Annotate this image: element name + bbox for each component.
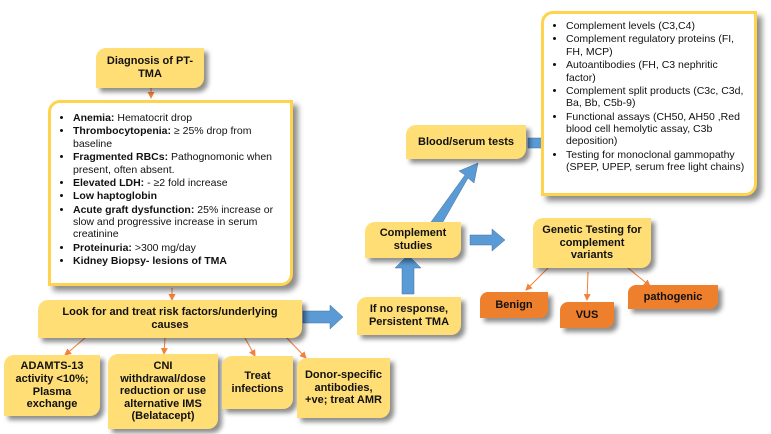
criteria-detail: Pathognomonic when present, often absent… bbox=[73, 151, 273, 176]
criteria-term: Anemia: bbox=[73, 112, 115, 124]
criteria-detail: ≥ 25% drop from baseline bbox=[73, 125, 252, 150]
genetic-title: Genetic Testing for complement variants bbox=[542, 224, 642, 262]
treatment-infections-label: Treat infections bbox=[231, 369, 284, 395]
treatment-adamts: ADAMTS-13 activity <10%; Plasma exchange bbox=[4, 355, 100, 416]
test-item: Testing for monoclonal gammopathy (SPEP,… bbox=[566, 149, 748, 174]
blood-tests-box: Blood/serum tests bbox=[406, 125, 526, 159]
test-item: Functional assays (CH50, AH50 ,Red blood… bbox=[566, 111, 748, 148]
genetic-box: Genetic Testing for complement variants bbox=[533, 218, 651, 268]
variant-vus: VUS bbox=[560, 302, 614, 328]
variant-pathogenic: pathogenic bbox=[628, 285, 718, 309]
arrow-risk-to-dsa bbox=[284, 335, 307, 359]
criteria-item: Anemia: Hematocrit drop bbox=[73, 112, 284, 124]
criteria-term: Acute graft dysfunction: bbox=[73, 203, 195, 216]
arrow-risk-to-adamts bbox=[64, 337, 86, 356]
arrow-risk-to-noresponse bbox=[302, 304, 344, 330]
blood-tests-title: Blood/serum tests bbox=[418, 135, 514, 148]
no-response-box: If no response, Persistent TMA bbox=[357, 297, 461, 335]
criteria-item: Acute graft dysfunction: 25% increase or… bbox=[73, 204, 284, 241]
diagnosis-title: Diagnosis of PT-TMA bbox=[106, 55, 194, 80]
criteria-term: Elevated LDH: bbox=[73, 176, 145, 189]
criteria-detail: - ≥2 fold increase bbox=[144, 176, 228, 189]
treatment-dsa: Donor-specific antibodies, +ve; treat AM… bbox=[297, 358, 390, 418]
arrow-genetic-to-vus bbox=[583, 271, 591, 301]
criteria-term: Low haptoglobin bbox=[73, 190, 157, 203]
test-item: Complement regulatory proteins (FI, FH, … bbox=[566, 33, 748, 58]
arrow-complement-to-genetic bbox=[469, 228, 506, 252]
arrow-genetic-to-benign bbox=[525, 267, 549, 291]
criteria-detail: 25% increase or slow and progressive inc… bbox=[73, 203, 274, 241]
arrow-noresponse-to-complement bbox=[394, 254, 422, 295]
arrow-complement-to-blood bbox=[430, 162, 479, 228]
variant-vus-label: VUS bbox=[575, 309, 599, 321]
tests-box: Complement levels (C3,C4)Complement regu… bbox=[541, 11, 757, 196]
criteria-item: Low haptoglobin bbox=[73, 190, 284, 202]
treatment-infections: Treat infections bbox=[222, 356, 293, 409]
test-item: Autoantibodies (FH, C3 nephritic factor) bbox=[566, 59, 748, 84]
criteria-term: Thrombocytopenia: bbox=[73, 125, 172, 138]
variant-pathogenic-label: pathogenic bbox=[643, 291, 703, 303]
complement-studies-box: Complement studies bbox=[365, 222, 461, 258]
criteria-detail: Hematocrit drop bbox=[114, 112, 193, 124]
criteria-term: Kidney Biopsy- lesions of TMA bbox=[73, 255, 228, 268]
risk-box: Look for and treat risk factors/underlyi… bbox=[38, 300, 302, 338]
criteria-detail: >300 mg/day bbox=[131, 241, 196, 254]
diagnosis-box: Diagnosis of PT-TMA bbox=[96, 48, 204, 88]
test-item: Complement split products (C3c, C3d, Ba,… bbox=[566, 85, 748, 110]
criteria-term: Proteinuria: bbox=[73, 241, 132, 254]
criteria-box: Anemia: Hematocrit dropThrombocytopenia:… bbox=[48, 100, 293, 286]
arrow-genetic-to-pathogenic bbox=[627, 267, 651, 287]
test-item: Complement levels (C3,C4) bbox=[566, 20, 748, 32]
complement-studies-title: Complement studies bbox=[379, 227, 447, 252]
criteria-item: Kidney Biopsy- lesions of TMA bbox=[73, 255, 284, 267]
treatment-cni: CNI withdrawal/dose reduction or use alt… bbox=[108, 354, 218, 429]
treatment-adamts-label: ADAMTS-13 activity <10%; Plasma exchange bbox=[15, 360, 89, 411]
arrow-risk-to-infections bbox=[244, 337, 256, 357]
criteria-item: Elevated LDH: - ≥2 fold increase bbox=[73, 177, 284, 189]
variant-benign-label: Benign bbox=[495, 299, 533, 311]
criteria-item: Fragmented RBCs: Pathognomonic when pres… bbox=[73, 151, 284, 176]
criteria-item: Proteinuria: >300 mg/day bbox=[73, 242, 284, 254]
criteria-term: Fragmented RBCs: bbox=[73, 151, 169, 164]
criteria-list: Anemia: Hematocrit dropThrombocytopenia:… bbox=[59, 112, 284, 268]
tests-list: Complement levels (C3,C4)Complement regu… bbox=[552, 20, 748, 174]
risk-title: Look for and treat risk factors/underlyi… bbox=[62, 306, 278, 331]
no-response-title: If no response, Persistent TMA bbox=[368, 303, 450, 328]
variant-benign: Benign bbox=[480, 292, 548, 318]
arrow-risk-to-cni bbox=[160, 337, 168, 355]
treatment-cni-label: CNI withdrawal/dose reduction or use alt… bbox=[119, 359, 207, 423]
treatment-dsa-label: Donor-specific antibodies, +ve; treat AM… bbox=[304, 369, 382, 407]
criteria-item: Thrombocytopenia: ≥ 25% drop from baseli… bbox=[73, 125, 284, 150]
